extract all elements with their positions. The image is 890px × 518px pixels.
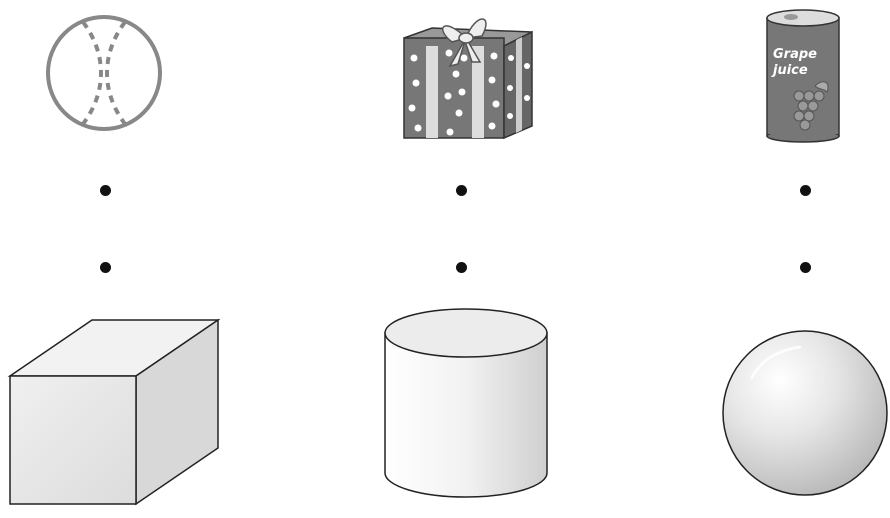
match-point-top-2[interactable] xyxy=(456,185,467,196)
baseball-icon xyxy=(45,14,163,132)
cylinder-icon xyxy=(383,305,549,501)
sphere-icon xyxy=(721,329,889,497)
can-label-line2: juice xyxy=(771,63,808,78)
match-point-top-3[interactable] xyxy=(800,185,811,196)
can-label-line1: Grape xyxy=(773,47,817,62)
cuboid-icon xyxy=(7,318,221,508)
match-point-top-1[interactable] xyxy=(100,185,111,196)
match-point-bottom-2[interactable] xyxy=(456,262,467,273)
juice-can-icon: Grape juice xyxy=(765,8,841,143)
match-point-bottom-1[interactable] xyxy=(100,262,111,273)
gift-box-icon xyxy=(403,8,534,144)
match-point-bottom-3[interactable] xyxy=(800,262,811,273)
